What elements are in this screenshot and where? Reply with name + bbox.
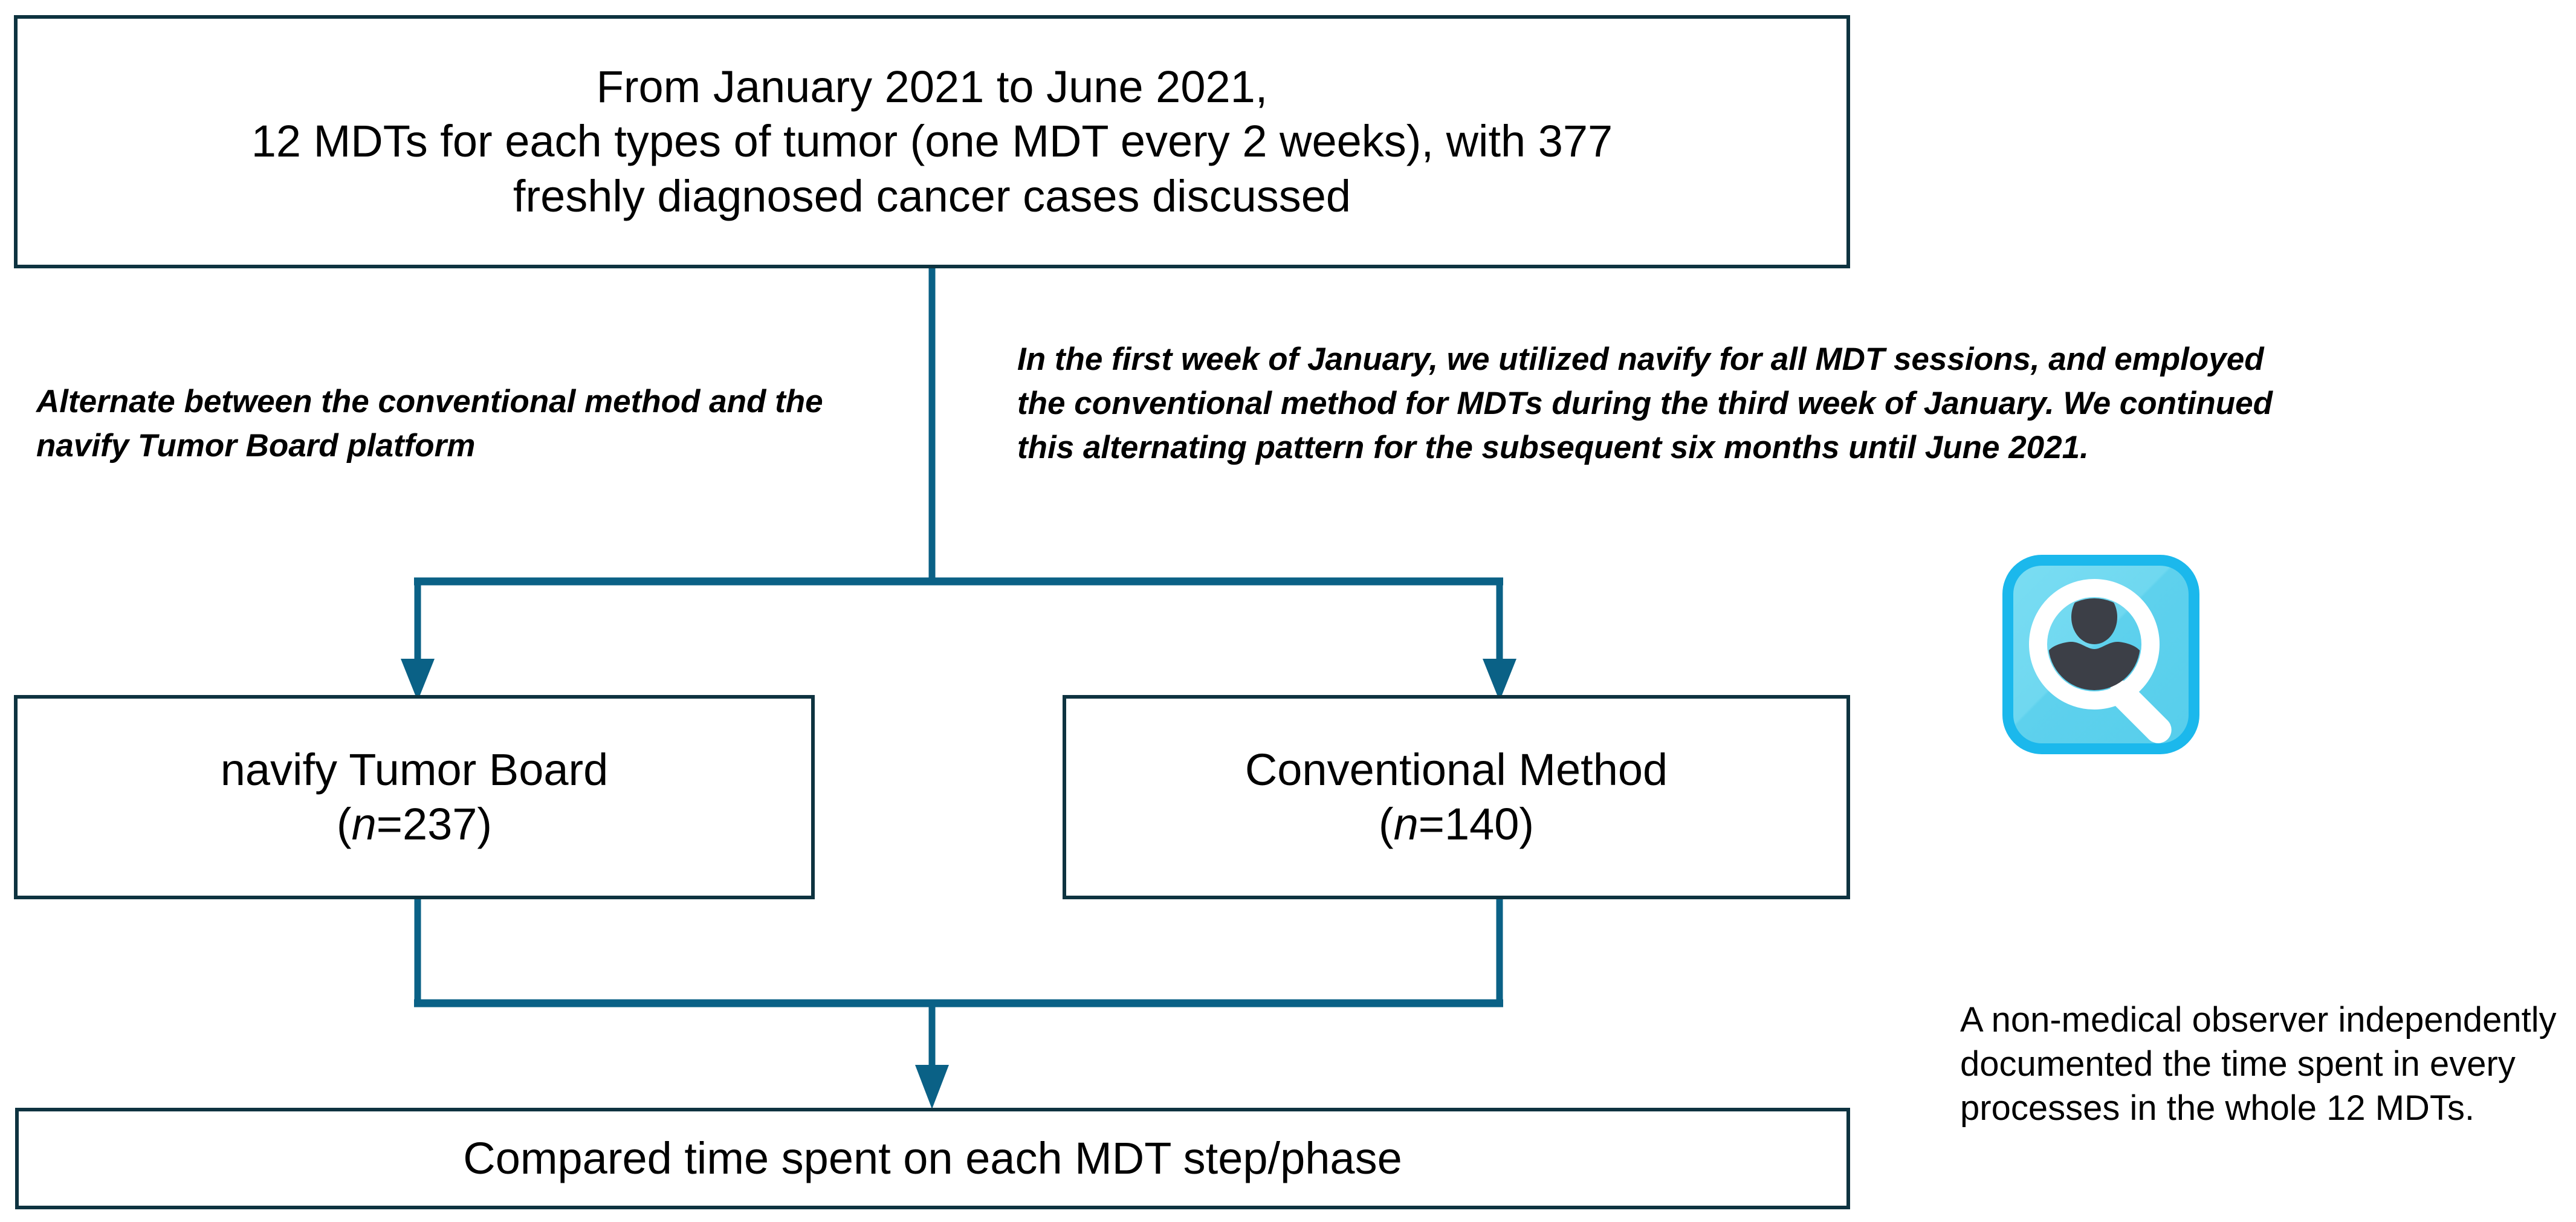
branch-label-conventional: Conventional Method [1244,744,1668,795]
study-summary-line-3: freshly diagnosed cancer cases discussed [513,170,1351,221]
n-value-navify: =237) [376,799,493,849]
outcome-box: Compared time spent on each MDT step/pha… [15,1108,1850,1209]
branch-count-navify: (n=237) [221,797,609,852]
person-magnifier-icon [2002,555,2199,754]
person-head [2071,598,2117,644]
branch-box-conventional-method: Conventional Method (n=140) [1063,695,1850,899]
arrowhead-bottom [915,1065,949,1109]
branch-box-navify-tumor-board: navify Tumor Board (n=237) [14,695,815,899]
n-symbol-conventional: n [1393,799,1419,849]
n-symbol-navify: n [351,799,377,849]
n-value-conventional: =140) [1418,799,1535,849]
annotation-alternate-methods: Alternate between the conventional metho… [36,384,823,464]
person-silhouette [2048,598,2140,690]
magnifier-ring [2029,579,2160,710]
study-summary-box: From January 2021 to June 2021, 12 MDTs … [14,15,1850,268]
study-summary-line-2: 12 MDTs for each types of tumor (one MDT… [251,116,1613,167]
branch-label-navify: navify Tumor Board [220,744,609,795]
observer-caption: A non-medical observer independently doc… [1960,1000,2557,1128]
paren-open-conventional: ( [1378,799,1394,849]
study-summary-line-1: From January 2021 to June 2021, [596,62,1268,112]
outcome-label: Compared time spent on each MDT step/pha… [463,1133,1402,1183]
person-shoulders [2048,641,2140,690]
annotation-alternating-schedule: In the first week of January, we utilize… [1017,341,2273,466]
branch-count-conventional: (n=140) [1245,797,1668,852]
paren-open-navify: ( [336,799,352,849]
